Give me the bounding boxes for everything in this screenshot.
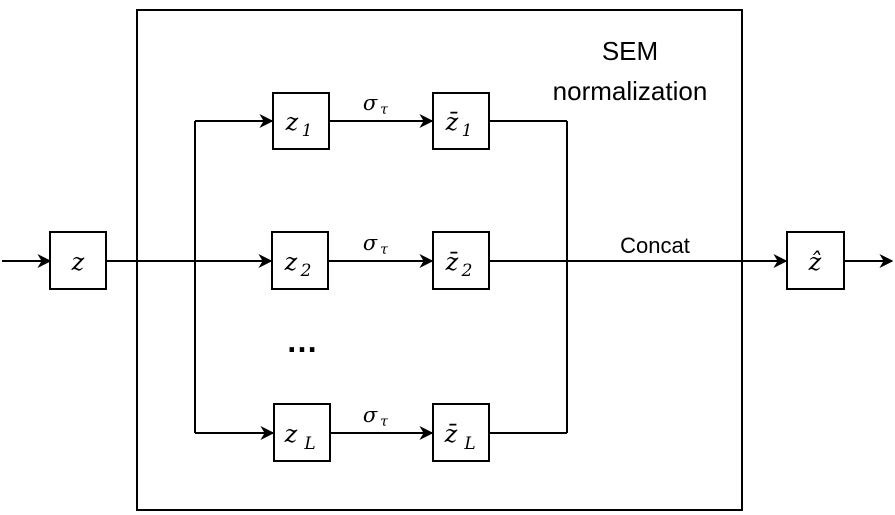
branch-1-sub: 1 xyxy=(302,121,313,141)
branch-L-out-sub: L xyxy=(463,434,475,454)
concat-label: Concat xyxy=(620,233,690,258)
branch-2-out-sub: 2 xyxy=(461,261,473,281)
branch-L-node xyxy=(273,403,331,462)
branch-1-activation: σ xyxy=(363,91,378,115)
branch-2-activation: σ xyxy=(363,231,378,255)
module-title-line2: normalization xyxy=(553,76,708,106)
input-node-z xyxy=(49,231,107,290)
branch-1-out-symbol: z̄ xyxy=(445,108,459,136)
branch-L-activation: σ xyxy=(363,403,378,427)
branch-2-activation-sub: τ xyxy=(380,242,388,258)
branch-2-sub: 2 xyxy=(300,261,312,281)
branch-L-symbol: z xyxy=(284,420,298,448)
module-title-line1: SEM xyxy=(602,36,658,66)
branch-L-out-symbol: z̄ xyxy=(444,420,458,448)
branch-L-activation-sub: τ xyxy=(380,414,388,430)
branch-1-activation-sub: τ xyxy=(380,102,388,118)
branch-1-node xyxy=(272,92,330,150)
output-node-zhat xyxy=(786,231,845,290)
input-symbol: z xyxy=(71,248,85,276)
branch-1-out-sub: 1 xyxy=(462,121,473,141)
branch-L-sub: L xyxy=(303,434,315,454)
branch-1-symbol: z xyxy=(285,108,299,136)
branch-ellipsis: … xyxy=(286,323,318,359)
branch-2-symbol: z xyxy=(284,248,298,276)
branch-2-out-node xyxy=(432,231,490,290)
branch-2-out-symbol: z̄ xyxy=(445,248,459,276)
branch-L-out-node xyxy=(432,403,490,462)
branch-2-node xyxy=(271,231,329,290)
output-symbol: ẑ xyxy=(808,248,822,276)
